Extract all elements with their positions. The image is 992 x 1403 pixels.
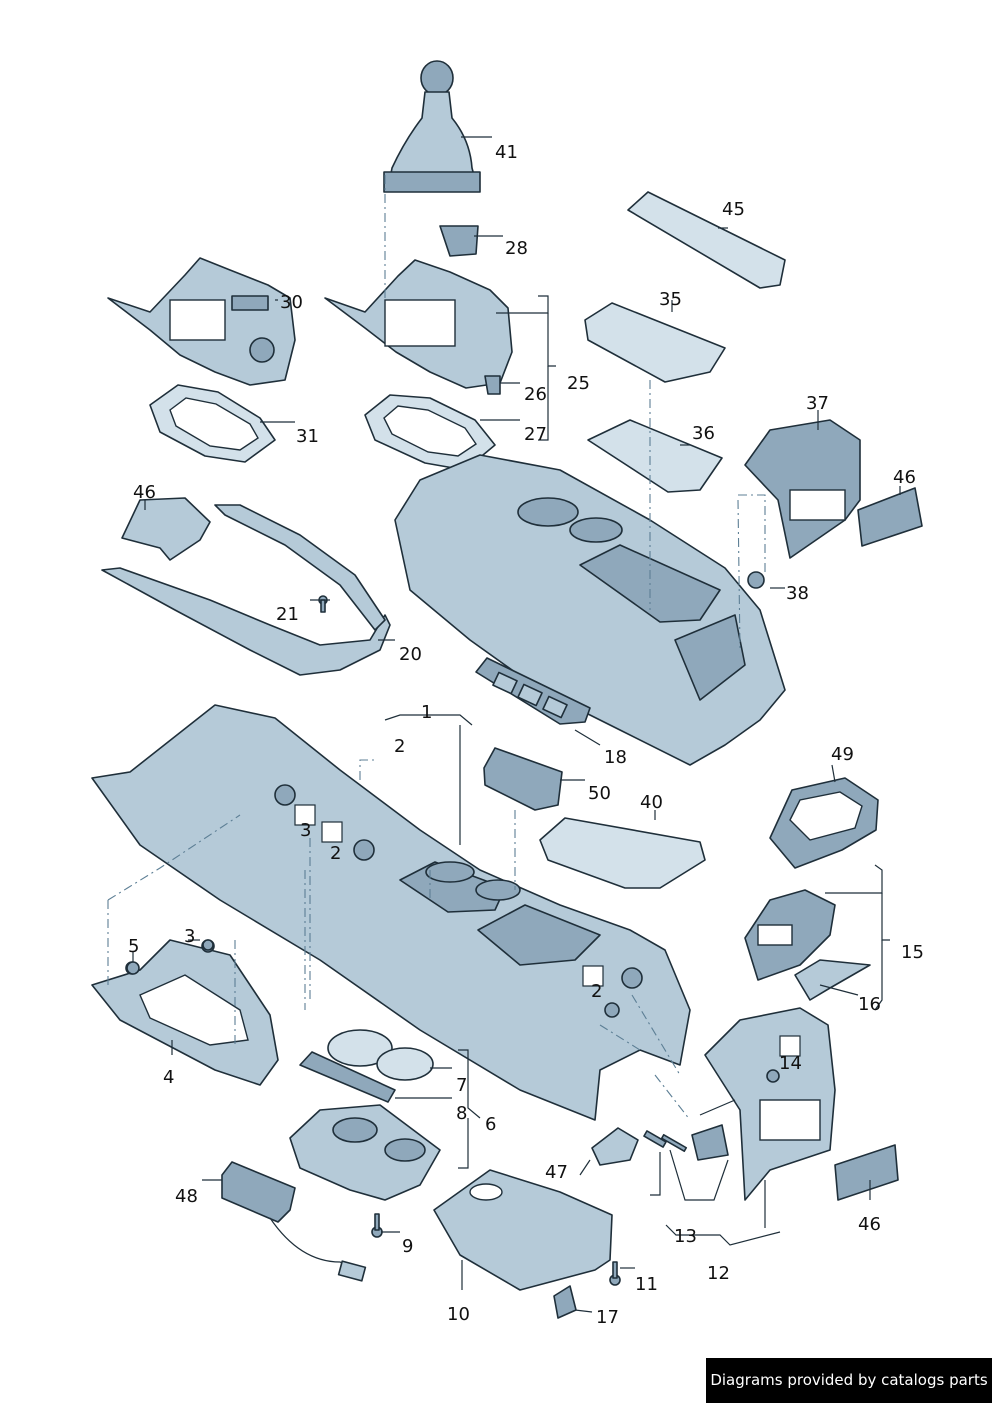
callout-46-top: 46 <box>893 467 916 488</box>
callout-11: 11 <box>635 1274 658 1295</box>
frame-31[interactable] <box>149 384 276 463</box>
callout-28: 28 <box>505 238 528 259</box>
switch-panel-50[interactable] <box>483 747 563 811</box>
callout-17: 17 <box>596 1307 619 1328</box>
bezel-47[interactable] <box>591 1127 639 1166</box>
armrest-40[interactable] <box>539 817 706 889</box>
ref-boxes <box>294 804 801 1057</box>
cup-holder-ring-7[interactable] <box>327 1029 434 1081</box>
callout-45: 45 <box>722 199 745 220</box>
insert-46-top[interactable] <box>857 487 923 547</box>
callout-13: 13 <box>674 1226 697 1247</box>
callout-50: 50 <box>588 783 611 804</box>
fastener-screws <box>126 939 621 1286</box>
callout-31: 31 <box>296 426 319 447</box>
callout-18: 18 <box>604 747 627 768</box>
callout-27: 27 <box>524 424 547 445</box>
callout-26: 26 <box>524 384 547 405</box>
callout-25: 25 <box>567 373 590 394</box>
callout-16: 16 <box>858 994 881 1015</box>
callout-46-left: 46 <box>133 482 156 503</box>
gear-knob-boot[interactable] <box>383 60 481 193</box>
callout-2b: 2 <box>330 843 341 864</box>
callout-3a: 3 <box>300 820 311 841</box>
callout-8: 8 <box>456 1103 467 1124</box>
selector-trim-25[interactable] <box>324 225 513 395</box>
callout-3b: 3 <box>184 926 195 947</box>
bracket-46[interactable] <box>121 497 211 561</box>
callout-9: 9 <box>402 1236 413 1257</box>
callout-38: 38 <box>786 583 809 604</box>
callout-40: 40 <box>640 792 663 813</box>
cup-holder-mat-8[interactable] <box>299 1051 396 1103</box>
callout-46-bottom: 46 <box>858 1214 881 1235</box>
rear-panel-12[interactable] <box>704 1007 836 1201</box>
callout-20: 20 <box>399 644 422 665</box>
insert-46-bottom[interactable] <box>834 1144 899 1201</box>
callout-2a: 2 <box>394 736 405 757</box>
callout-36: 36 <box>692 423 715 444</box>
callout-4: 4 <box>163 1067 174 1088</box>
footer-credit[interactable]: Diagrams provided by catalogs parts <box>706 1358 992 1403</box>
support-frame-4[interactable] <box>91 939 279 1086</box>
callout-21: 21 <box>276 604 299 625</box>
console-lower[interactable] <box>91 704 691 1121</box>
callout-49: 49 <box>831 744 854 765</box>
console-upper[interactable] <box>394 454 786 766</box>
callout-6: 6 <box>485 1114 496 1135</box>
vent-housing-15[interactable] <box>744 889 836 981</box>
mat-35[interactable] <box>584 302 726 383</box>
callout-14: 14 <box>779 1053 802 1074</box>
callout-5: 5 <box>128 936 139 957</box>
vent-flap-16[interactable] <box>794 959 871 1001</box>
vent-49[interactable] <box>769 777 879 869</box>
callout-41: 41 <box>495 142 518 163</box>
callout-12: 12 <box>707 1263 730 1284</box>
mat-36[interactable] <box>587 419 723 493</box>
lid-45[interactable] <box>627 191 786 289</box>
assembly-lines <box>107 175 766 1121</box>
switch-panel-18[interactable] <box>475 657 591 725</box>
storage-tray-10[interactable] <box>433 1169 613 1291</box>
callouts: 41 28 30 25 26 27 31 45 35 36 37 46 38 4… <box>128 142 924 1328</box>
leader-lines <box>132 136 901 1313</box>
callout-35: 35 <box>659 289 682 310</box>
callout-30: 30 <box>280 292 303 313</box>
callout-48: 48 <box>175 1186 198 1207</box>
module-48[interactable] <box>221 1161 367 1282</box>
callout-7: 7 <box>456 1075 467 1096</box>
callout-37: 37 <box>806 393 829 414</box>
cup-holder-6[interactable] <box>289 1104 441 1201</box>
callout-1: 1 <box>421 702 432 723</box>
callout-2c: 2 <box>591 981 602 1002</box>
callout-47: 47 <box>545 1162 568 1183</box>
selector-trim-30[interactable] <box>107 257 296 386</box>
rear-panel-37[interactable] <box>744 419 861 559</box>
callout-10: 10 <box>447 1304 470 1325</box>
frame-27[interactable] <box>364 394 496 471</box>
spring-13[interactable] <box>643 1124 729 1161</box>
callout-15: 15 <box>901 942 924 963</box>
cover-17[interactable] <box>553 1285 577 1319</box>
